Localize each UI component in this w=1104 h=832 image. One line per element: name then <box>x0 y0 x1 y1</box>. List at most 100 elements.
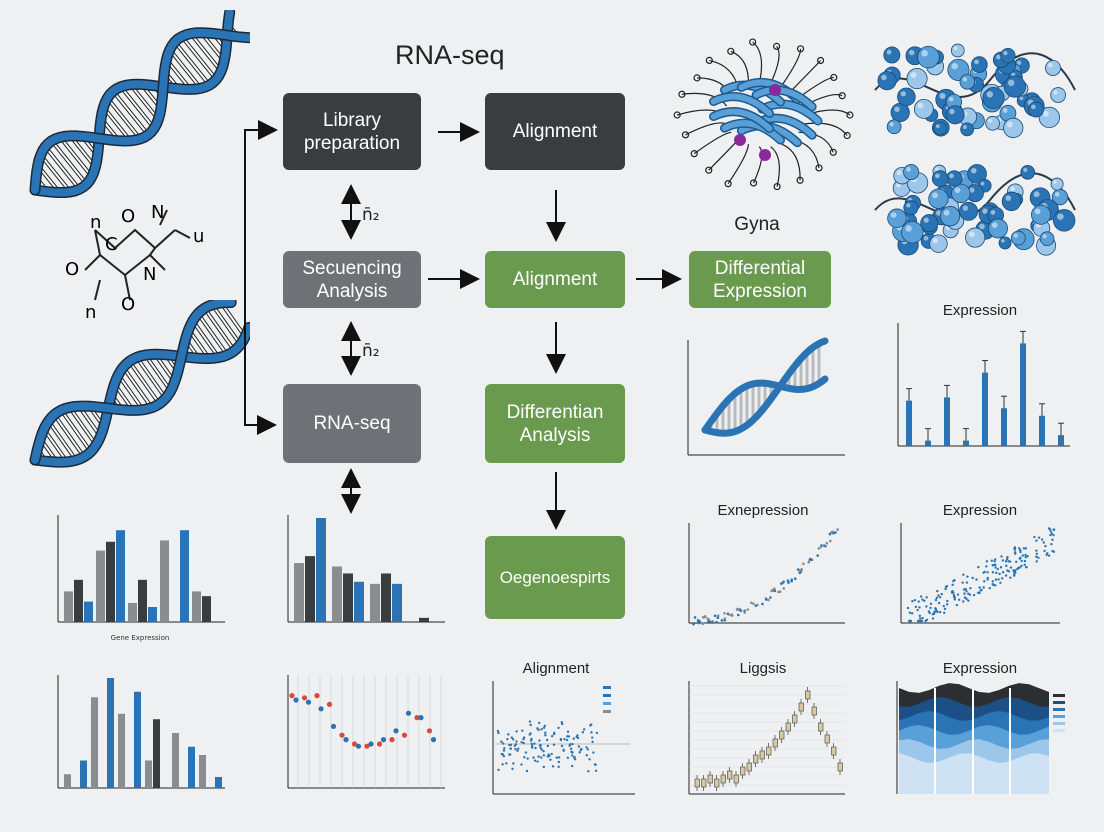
point <box>925 618 929 622</box>
bead-highlight <box>896 170 902 176</box>
bar <box>91 697 98 788</box>
point <box>756 603 759 607</box>
bead-highlight <box>982 208 988 214</box>
bead <box>920 214 939 233</box>
protein-loop-end <box>673 111 681 119</box>
point <box>969 587 972 590</box>
point <box>953 579 956 582</box>
bead-highlight <box>953 46 958 51</box>
helix-rung-inner <box>203 307 236 352</box>
bead-highlight <box>923 217 929 223</box>
legend-swatch <box>1053 708 1065 711</box>
helix-strand <box>31 28 250 194</box>
bar <box>116 530 125 622</box>
atom-o1: O <box>121 206 135 227</box>
dot <box>426 728 433 734</box>
error-bars <box>906 330 1064 446</box>
point <box>817 547 821 550</box>
bead-highlight <box>951 62 958 70</box>
protein-loop-end <box>846 111 854 119</box>
point <box>555 756 558 759</box>
bead <box>1050 177 1064 191</box>
bars <box>64 678 222 788</box>
protein-sheet <box>753 86 816 110</box>
bead <box>901 221 924 244</box>
point <box>1049 530 1052 533</box>
dot <box>339 732 345 738</box>
dot <box>318 706 324 712</box>
helix-rung-inner <box>180 35 218 81</box>
point <box>697 621 701 625</box>
point <box>952 595 956 599</box>
dot <box>368 741 374 747</box>
bar <box>128 602 137 622</box>
bar <box>145 760 152 788</box>
bar <box>982 372 988 446</box>
point <box>521 729 524 732</box>
dot <box>314 693 320 699</box>
point <box>1052 550 1056 553</box>
point <box>716 614 720 617</box>
box-rnaseq: RNA-seq <box>283 384 421 463</box>
point <box>537 721 541 725</box>
bead <box>946 170 963 187</box>
point <box>505 762 508 765</box>
bead <box>887 208 907 229</box>
point <box>921 616 924 620</box>
protein-structure-icon <box>673 38 854 191</box>
point <box>986 578 989 581</box>
point <box>986 571 989 574</box>
grouped-bar-chart-2 <box>287 515 445 623</box>
box <box>766 746 772 756</box>
bead <box>939 206 961 227</box>
point <box>937 601 941 605</box>
point <box>567 735 571 738</box>
legend-swatch <box>1053 701 1065 704</box>
point <box>910 612 914 615</box>
dna-helix-icon <box>29 10 250 198</box>
point <box>595 731 599 735</box>
point <box>1024 547 1028 550</box>
bead-highlight <box>943 209 950 216</box>
bead-highlight <box>1002 108 1008 113</box>
protein-loop <box>752 146 763 184</box>
protein-ligand <box>759 149 771 161</box>
bead-highlight <box>886 49 892 55</box>
bead-highlight <box>974 59 979 65</box>
point <box>1013 574 1016 577</box>
bar <box>153 719 160 788</box>
point <box>559 738 563 742</box>
protein-loop-end <box>749 38 757 46</box>
point <box>520 763 523 766</box>
protein-loop-end <box>681 131 690 139</box>
bead-highlight <box>905 225 912 232</box>
bead <box>959 74 976 90</box>
bead-highlight <box>1042 234 1047 239</box>
point <box>990 559 993 562</box>
point <box>594 769 598 772</box>
point <box>982 571 985 574</box>
point <box>994 558 997 561</box>
point <box>1020 564 1023 568</box>
bars <box>64 530 211 622</box>
bar <box>419 617 429 622</box>
point <box>562 748 565 752</box>
point <box>557 726 560 730</box>
flow-title: RNA-seq <box>395 40 505 70</box>
point <box>560 720 563 724</box>
dot <box>430 737 437 743</box>
bead <box>988 218 1008 239</box>
point <box>707 618 710 621</box>
point <box>513 744 517 747</box>
point <box>976 591 980 594</box>
point <box>965 581 969 584</box>
bar <box>172 733 179 788</box>
point <box>925 596 928 599</box>
point <box>929 606 932 610</box>
bar <box>180 530 189 622</box>
bar <box>1039 415 1045 446</box>
point <box>693 616 697 619</box>
point <box>500 740 503 743</box>
point <box>588 758 591 761</box>
bar <box>381 573 391 622</box>
